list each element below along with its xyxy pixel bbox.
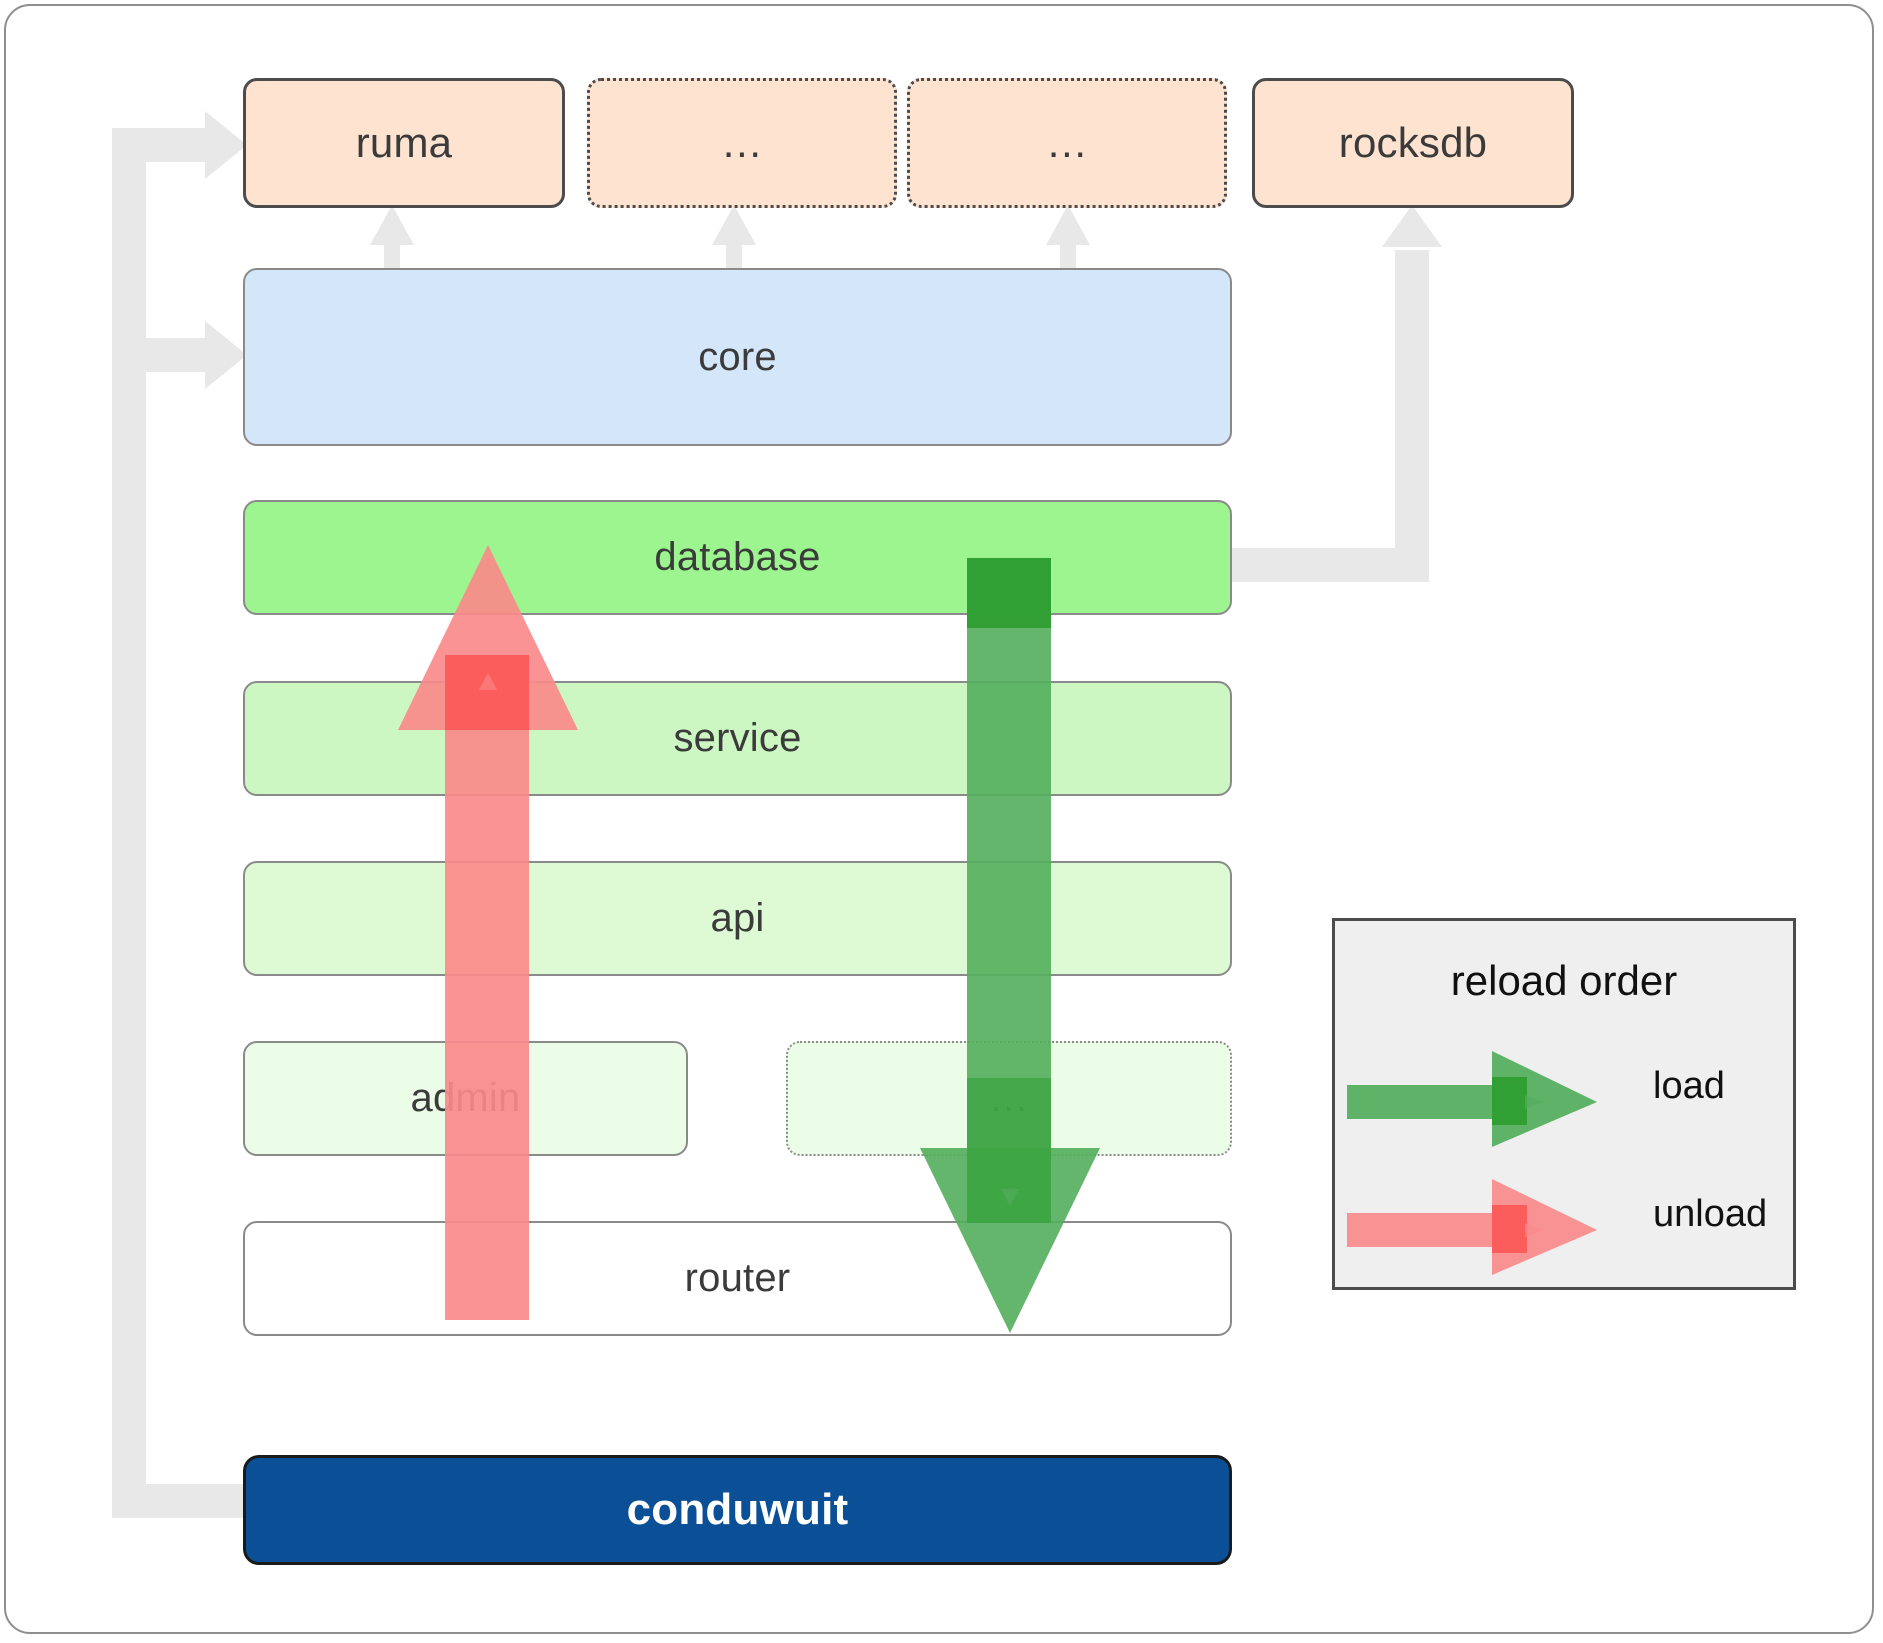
connector-left-to-conduwuit [112,1484,252,1518]
legend-panel: reload order load unload [1332,918,1796,1290]
layer-box-dots-c[interactable]: … [786,1041,1232,1156]
connector-db-to-rocksdb-horizontal [1232,548,1418,582]
connector-db-to-rocksdb-vertical [1395,250,1429,582]
layer-box-service[interactable]: service [243,681,1232,796]
dependency-box-dots-a[interactable]: … [587,78,897,208]
dependency-box-ruma[interactable]: ruma [243,78,565,208]
connector-arrow-rocksdb [1382,205,1442,247]
dependency-label-dots-a: … [720,119,764,166]
layer-label-dots-c: … [988,1076,1030,1120]
layer-label-admin: admin [410,1076,521,1120]
legend-unload-arrow-icon [1347,1179,1597,1275]
connector-arrow-core [205,321,247,389]
connector-left-spine [112,128,146,1518]
legend-title: reload order [1450,957,1678,1004]
layer-label-database: database [654,535,821,579]
layer-box-core[interactable]: core [243,268,1232,446]
legend-row-load: load [1335,1051,1793,1147]
layer-label-core: core [698,334,777,379]
connector-branch-core [112,338,222,372]
layer-box-api[interactable]: api [243,861,1232,976]
dependency-box-dots-b[interactable]: … [907,78,1227,208]
legend-label-unload: unload [1653,1193,1768,1235]
feather-arrow-dots-b [1046,205,1090,281]
dependency-label-rocksdb: rocksdb [1338,119,1488,166]
dependency-box-rocksdb[interactable]: rocksdb [1252,78,1574,208]
diagram-frame [4,4,1874,1634]
connector-branch-ruma [112,128,222,162]
layer-label-router: router [684,1256,791,1300]
binary-label-conduwuit: conduwuit [626,1485,849,1534]
layer-box-database[interactable]: database [243,500,1232,615]
dependency-label-dots-b: … [1045,119,1089,166]
connector-arrow-ruma [205,111,247,179]
layer-box-router[interactable]: router [243,1221,1232,1336]
layer-label-service: service [673,716,802,760]
layer-box-admin[interactable]: admin [243,1041,688,1156]
binary-box-conduwuit[interactable]: conduwuit [243,1455,1232,1565]
legend-row-unload: unload [1335,1179,1793,1275]
dependency-label-ruma: ruma [355,119,453,166]
legend-label-load: load [1653,1065,1725,1107]
feather-arrow-ruma [370,205,414,281]
layer-label-api: api [710,896,765,940]
legend-load-arrow-icon [1347,1051,1597,1147]
feather-arrow-dots-a [712,205,756,281]
